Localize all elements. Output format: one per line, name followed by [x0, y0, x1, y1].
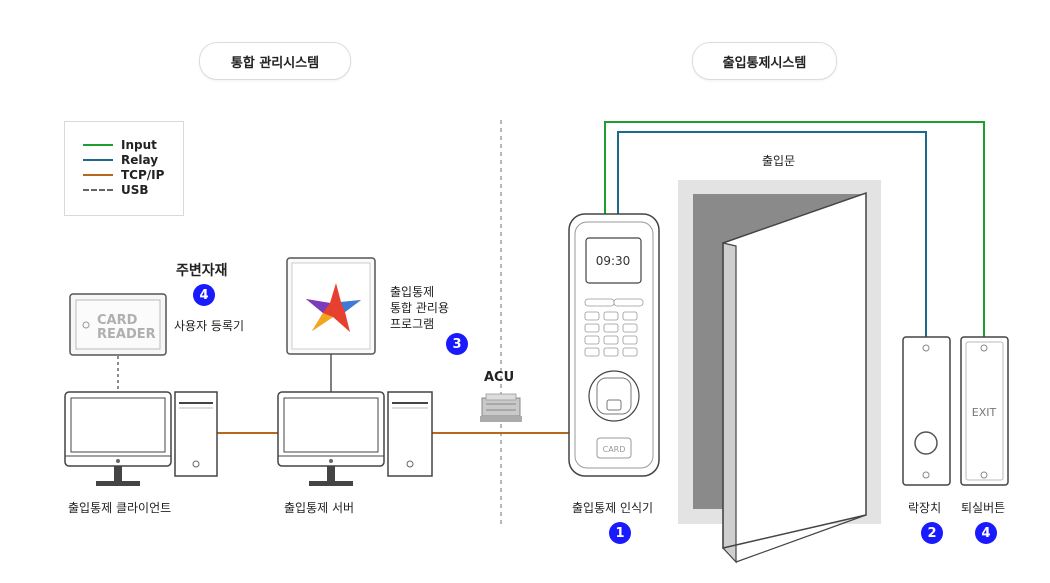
- peripheral-title: 주변자재: [176, 263, 228, 279]
- access-control-system-header: 출입통제시스템: [692, 42, 837, 80]
- relay-line: [617, 131, 927, 337]
- exit-button-badge: 4: [975, 522, 997, 544]
- reader-badge: 1: [609, 522, 631, 544]
- legend-item-tcpip: TCP/IP: [83, 168, 164, 182]
- reader-label: 출입통제 인식기: [572, 501, 654, 515]
- program-label-line-1: 출입통제: [390, 285, 435, 299]
- peripheral-sublabel: 사용자 등록기: [174, 319, 245, 333]
- exit-text: EXIT: [972, 406, 997, 419]
- card-reader-device: CARD READER: [69, 293, 167, 356]
- acu-label: ACU: [484, 370, 515, 385]
- client-label: 출입통제 클라이언트: [68, 501, 172, 515]
- peripheral-badge: 4: [193, 284, 215, 306]
- reader-time: 09:30: [596, 254, 631, 268]
- server-tower: [387, 391, 433, 477]
- client-monitor: [64, 391, 172, 486]
- lock-label: 락장치: [908, 501, 942, 515]
- door: [678, 180, 881, 564]
- access-reader-device: 09:30 CARD: [568, 213, 660, 477]
- acu-device: [480, 393, 522, 422]
- program-box: [286, 257, 376, 355]
- legend-label: TCP/IP: [121, 168, 165, 182]
- legend-label: Input: [121, 138, 157, 152]
- program-label-line-2: 통합 관리용: [390, 301, 450, 315]
- lock-badge: 2: [921, 522, 943, 544]
- legend-label: USB: [121, 183, 149, 197]
- legend-label: Relay: [121, 153, 159, 167]
- server-label: 출입통제 서버: [284, 501, 355, 515]
- legend-item-usb: USB: [83, 183, 149, 197]
- exit-button-label: 퇴실버튼: [961, 501, 1006, 515]
- exit-button-device: EXIT: [960, 336, 1009, 486]
- input-line: [604, 121, 985, 337]
- card-reader-text-1: CARD: [97, 313, 138, 328]
- server-monitor: [277, 391, 385, 486]
- lock-device: [902, 336, 951, 486]
- program-label-line-3: 프로그램: [390, 317, 435, 331]
- door-label: 출입문: [762, 154, 796, 168]
- client-tower: [174, 391, 218, 477]
- legend-item-input: Input: [83, 138, 157, 152]
- program-badge: 3: [446, 333, 468, 355]
- card-reader-text-2: READER: [97, 327, 156, 342]
- reader-card-text: CARD: [603, 445, 626, 454]
- legend: Input Relay TCP/IP USB: [64, 121, 184, 216]
- legend-item-relay: Relay: [83, 153, 158, 167]
- integrated-system-header: 통합 관리시스템: [199, 42, 351, 80]
